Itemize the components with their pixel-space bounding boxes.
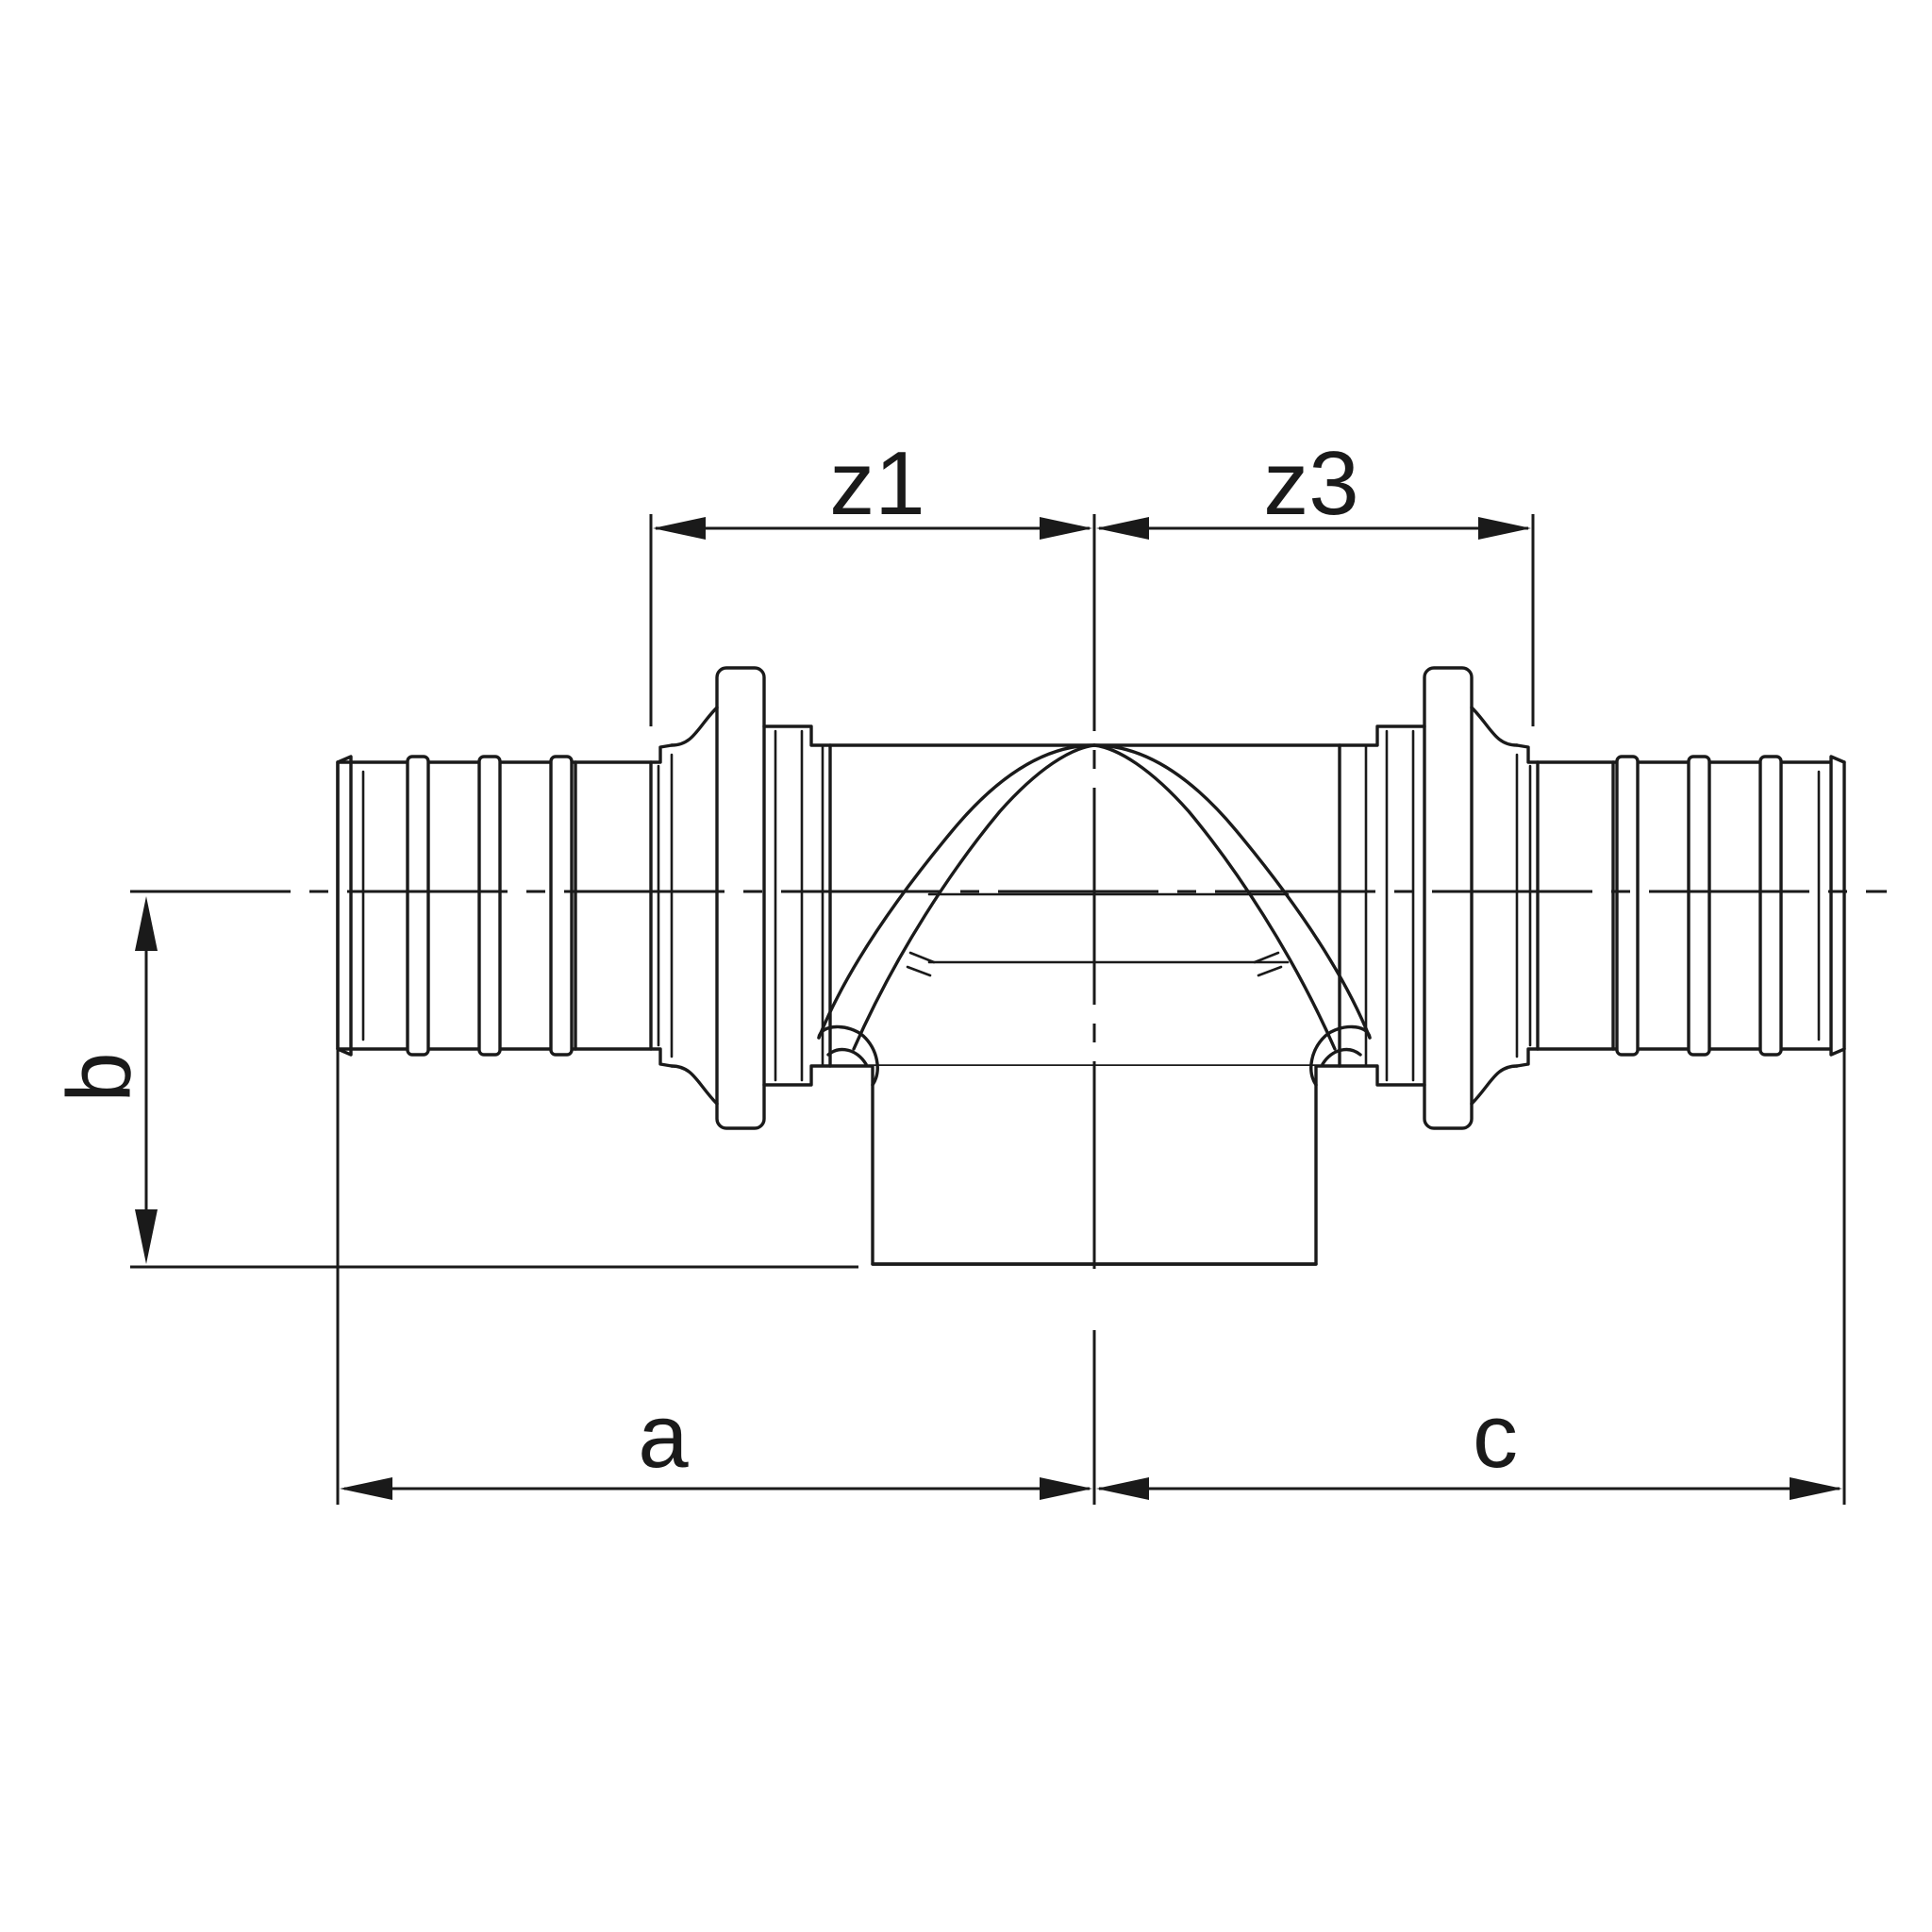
arrow-z3-right xyxy=(1478,517,1531,540)
saddle-curves xyxy=(817,743,1372,1087)
arrow-c-left xyxy=(1096,1477,1149,1500)
dim-label-a: a xyxy=(638,1386,689,1487)
dimension-z: z1 z3 xyxy=(649,433,1535,726)
right-flange xyxy=(1338,666,1519,1130)
arrow-c-right xyxy=(1790,1477,1842,1500)
tee-body xyxy=(828,743,1341,1068)
arrow-a-left xyxy=(340,1477,392,1500)
dim-label-b: b xyxy=(49,1052,150,1102)
left-flange xyxy=(670,666,832,1130)
dim-label-z1: z1 xyxy=(829,433,924,534)
arrow-b-top xyxy=(135,896,158,951)
centerlines xyxy=(130,514,1887,1505)
right-spigot xyxy=(1515,743,1846,1068)
arrow-b-bottom xyxy=(135,1209,158,1264)
dim-label-z3: z3 xyxy=(1263,433,1358,534)
dim-label-c: c xyxy=(1473,1386,1518,1487)
arrow-a-right xyxy=(1040,1477,1092,1500)
dimension-a-c: a c xyxy=(336,1038,1846,1505)
arrow-z1-left xyxy=(653,517,706,540)
left-spigot xyxy=(336,743,674,1068)
arrow-z1-right xyxy=(1040,517,1092,540)
dimension-b: b xyxy=(49,896,858,1269)
arrow-z3-left xyxy=(1096,517,1149,540)
